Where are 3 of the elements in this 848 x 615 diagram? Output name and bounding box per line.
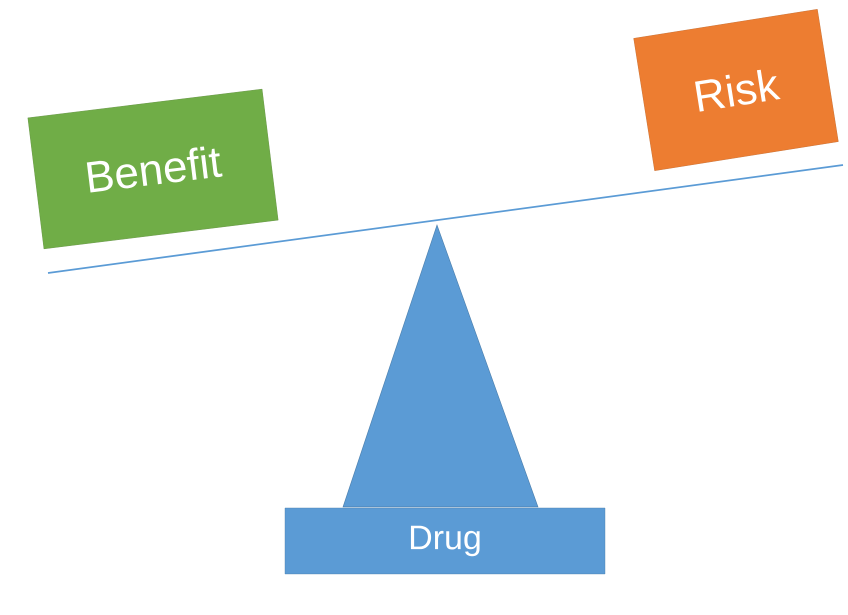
label-box: Risk [633,9,839,171]
base-box: Drug [284,508,606,574]
label-box: Benefit [28,88,278,250]
